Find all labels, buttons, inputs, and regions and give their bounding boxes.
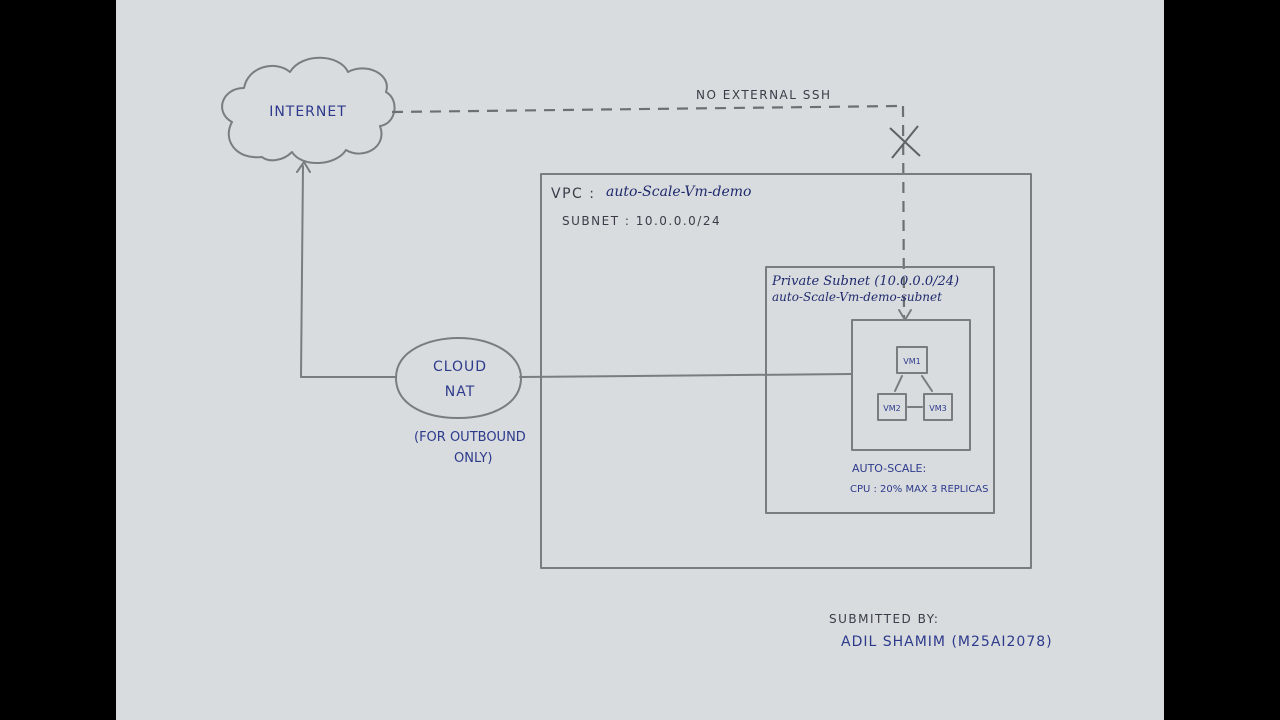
internet-arrow-head-icon (296, 161, 311, 173)
vpc-subnet: SUBNET : 10.0.0.0/24 (562, 214, 721, 228)
nat-to-instances-line (519, 373, 853, 378)
vm2-box (877, 393, 907, 421)
instance-group-box (851, 319, 971, 451)
vpc-name: auto-Scale-Vm-demo (606, 184, 751, 200)
internet-cloud-icon (221, 56, 396, 165)
vm-arrows-icon (894, 375, 933, 408)
cloud-nat-note-line2: ONLY) (454, 451, 493, 466)
paper-sheet (116, 0, 1164, 720)
ssh-dashed-line (391, 104, 901, 114)
vm1-label: VM1 (903, 357, 920, 366)
private-subnet-name: auto-Scale-Vm-demo-subnet (772, 290, 942, 304)
vpc-label-prefix: VPC : (551, 186, 595, 202)
blocked-x-icon (889, 125, 921, 159)
private-subnet-title: Private Subnet (10.0.0.0/24) (771, 274, 959, 289)
autoscale-detail: CPU : 20% MAX 3 REPLICAS (850, 484, 989, 495)
submitted-name: ADIL SHAMIM (M25AI2078) (841, 634, 1053, 650)
ssh-note: NO EXTERNAL SSH (696, 88, 832, 102)
vm2-label: VM2 (883, 404, 900, 413)
ssh-dashed-line-down (901, 105, 906, 319)
vm1-box (896, 346, 928, 374)
cloud-nat-line2: NAT (445, 384, 476, 400)
private-subnet-box (765, 266, 995, 514)
vm3-label: VM3 (929, 404, 946, 413)
submitted-label: SUBMITTED BY: (829, 612, 939, 626)
nat-to-internet-line (300, 165, 397, 378)
cloud-nat-shape (395, 337, 522, 419)
autoscale-title: AUTO-SCALE: (852, 462, 926, 475)
vpc-box (540, 173, 1032, 569)
vpc-label: VPC : (551, 186, 595, 202)
cloud-nat-line1: CLOUD (433, 359, 487, 375)
internet-label: INTERNET (269, 104, 347, 120)
vm3-box (923, 393, 953, 421)
cloud-nat-note-line1: (FOR OUTBOUND (414, 430, 526, 445)
